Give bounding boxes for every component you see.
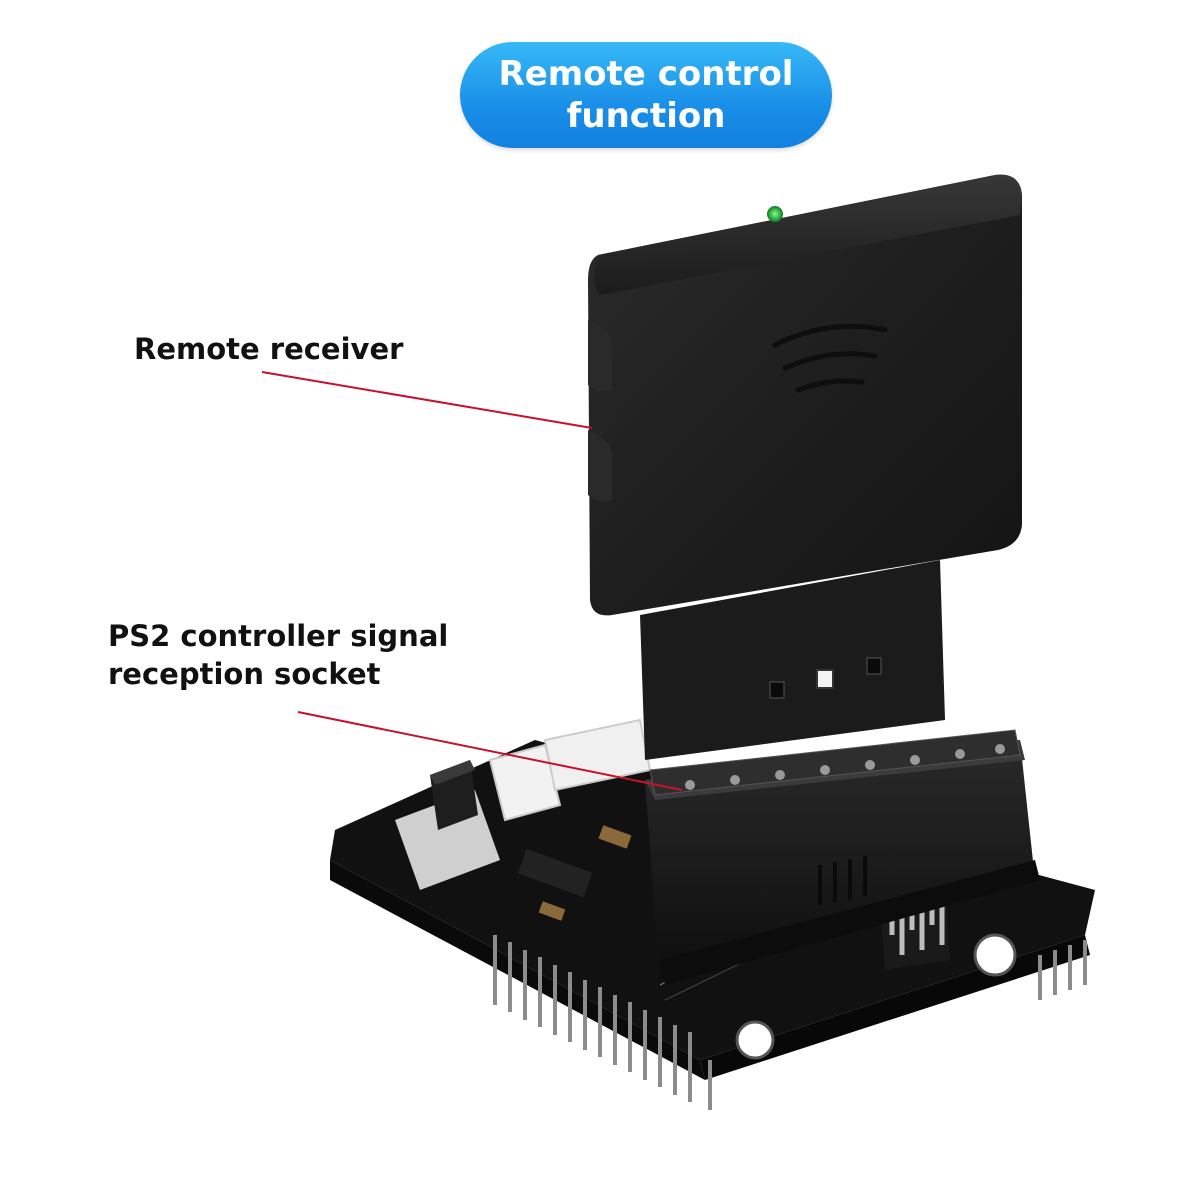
feature-title-badge: Remote control function [460, 42, 832, 148]
feature-title-line2: function [566, 96, 726, 136]
receiver-plug [640, 560, 945, 760]
receiver-leader-line [261, 371, 593, 429]
callout-ps2-socket: PS2 controller signal reception socket [108, 617, 448, 693]
callout-remote-receiver-text: Remote receiver [134, 332, 404, 366]
socket-leader-line [297, 711, 683, 791]
callout-ps2-socket-line1: PS2 controller signal [108, 619, 449, 653]
slide-switch [395, 760, 500, 890]
ps2-socket [645, 729, 1040, 985]
callout-ps2-socket-line2: reception socket [108, 657, 381, 691]
feature-title-line1: Remote control [498, 54, 794, 94]
jst-connectors [488, 718, 652, 822]
status-led [767, 206, 783, 222]
callout-remote-receiver: Remote receiver [134, 330, 403, 368]
pcb-header-pins [493, 935, 1087, 1110]
receiver-body [588, 174, 1022, 616]
